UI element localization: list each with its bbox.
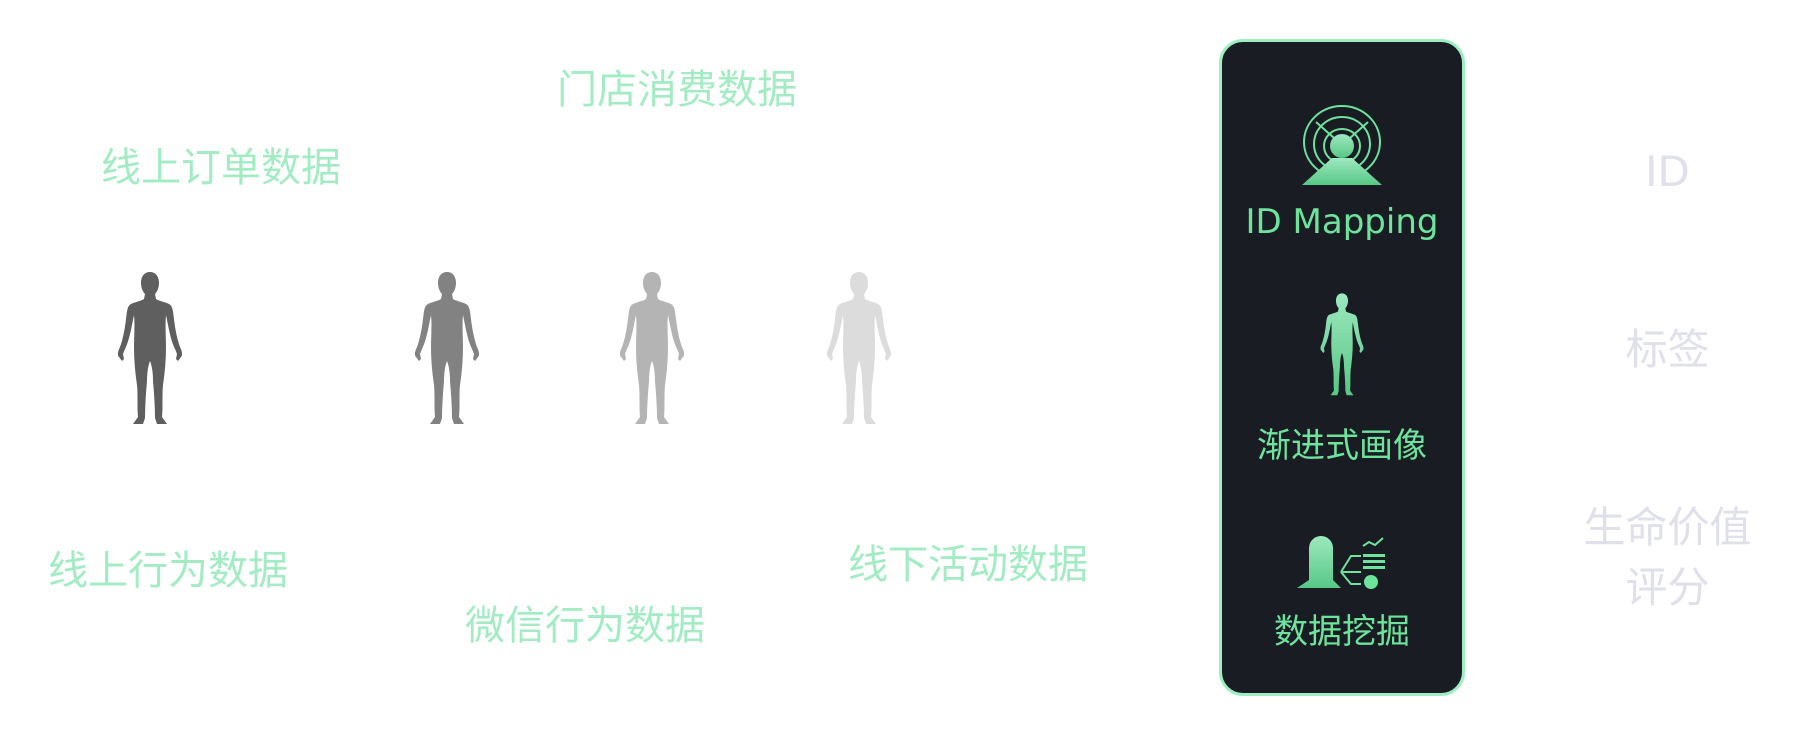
processing-panel: ID Mapping 渐进式画像 数据挖掘 <box>1219 39 1465 696</box>
source-wechat-behavior: 微信行为数据 <box>465 603 705 649</box>
source-store-consumption: 门店消费数据 <box>557 67 797 113</box>
data-mining-icon <box>1297 536 1385 589</box>
id-mapping-radar-icon <box>1302 105 1382 185</box>
human-figure-icon <box>1314 292 1370 410</box>
data-mining-label: 数据挖掘 <box>1274 612 1410 652</box>
id-mapping-label: ID Mapping <box>1245 202 1439 242</box>
human-figure-icon <box>110 270 190 446</box>
human-figure-icon <box>407 270 487 446</box>
output-lifetime-value-line2: 评分 <box>1625 563 1710 612</box>
source-offline-events: 线下活动数据 <box>848 542 1088 588</box>
human-figure-icon <box>819 270 899 446</box>
output-id: ID <box>1645 147 1690 196</box>
human-figure-icon <box>612 270 692 446</box>
output-lifetime-value-line1: 生命价值 <box>1583 503 1752 552</box>
source-online-orders: 线上订单数据 <box>101 145 341 191</box>
progressive-profile-label: 渐进式画像 <box>1257 426 1427 466</box>
output-tags: 标签 <box>1625 325 1710 374</box>
source-online-behavior: 线上行为数据 <box>48 548 288 594</box>
